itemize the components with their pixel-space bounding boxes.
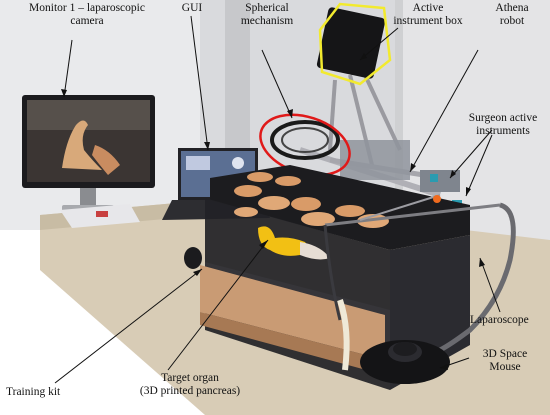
label-active-instrument-box: Active instrument box	[393, 2, 463, 27]
instruments	[323, 194, 516, 371]
label-monitor-line1: Monitor 1 – laparoscopic camera	[29, 2, 145, 27]
label-training-kit: Training kit	[6, 386, 61, 398]
annotation-pointers	[54, 15, 501, 384]
label-spherical-mechanism: Spherical mechanism	[240, 2, 294, 27]
label-monitor: Monitor 1 – laparoscopic camera	[12, 2, 162, 28]
space-mouse	[360, 340, 450, 384]
label-target-organ: Target organ (3D printed pancreas)	[139, 372, 241, 397]
label-laparoscope: Laparoscope	[470, 314, 529, 326]
yellow-highlight	[318, 2, 392, 86]
athena-robot	[299, 74, 462, 210]
annotation-arrowheads	[61, 53, 485, 370]
label-gui: GUI	[181, 2, 203, 14]
label-space-mouse: 3D Space Mouse	[482, 348, 528, 373]
monitor	[22, 95, 155, 213]
computer-mouse	[184, 247, 202, 269]
label-athena-robot: Athena robot	[495, 2, 529, 27]
active-instrument-box	[316, 2, 392, 86]
label-surgeon-active-instruments: Surgeon active instruments	[468, 112, 538, 137]
